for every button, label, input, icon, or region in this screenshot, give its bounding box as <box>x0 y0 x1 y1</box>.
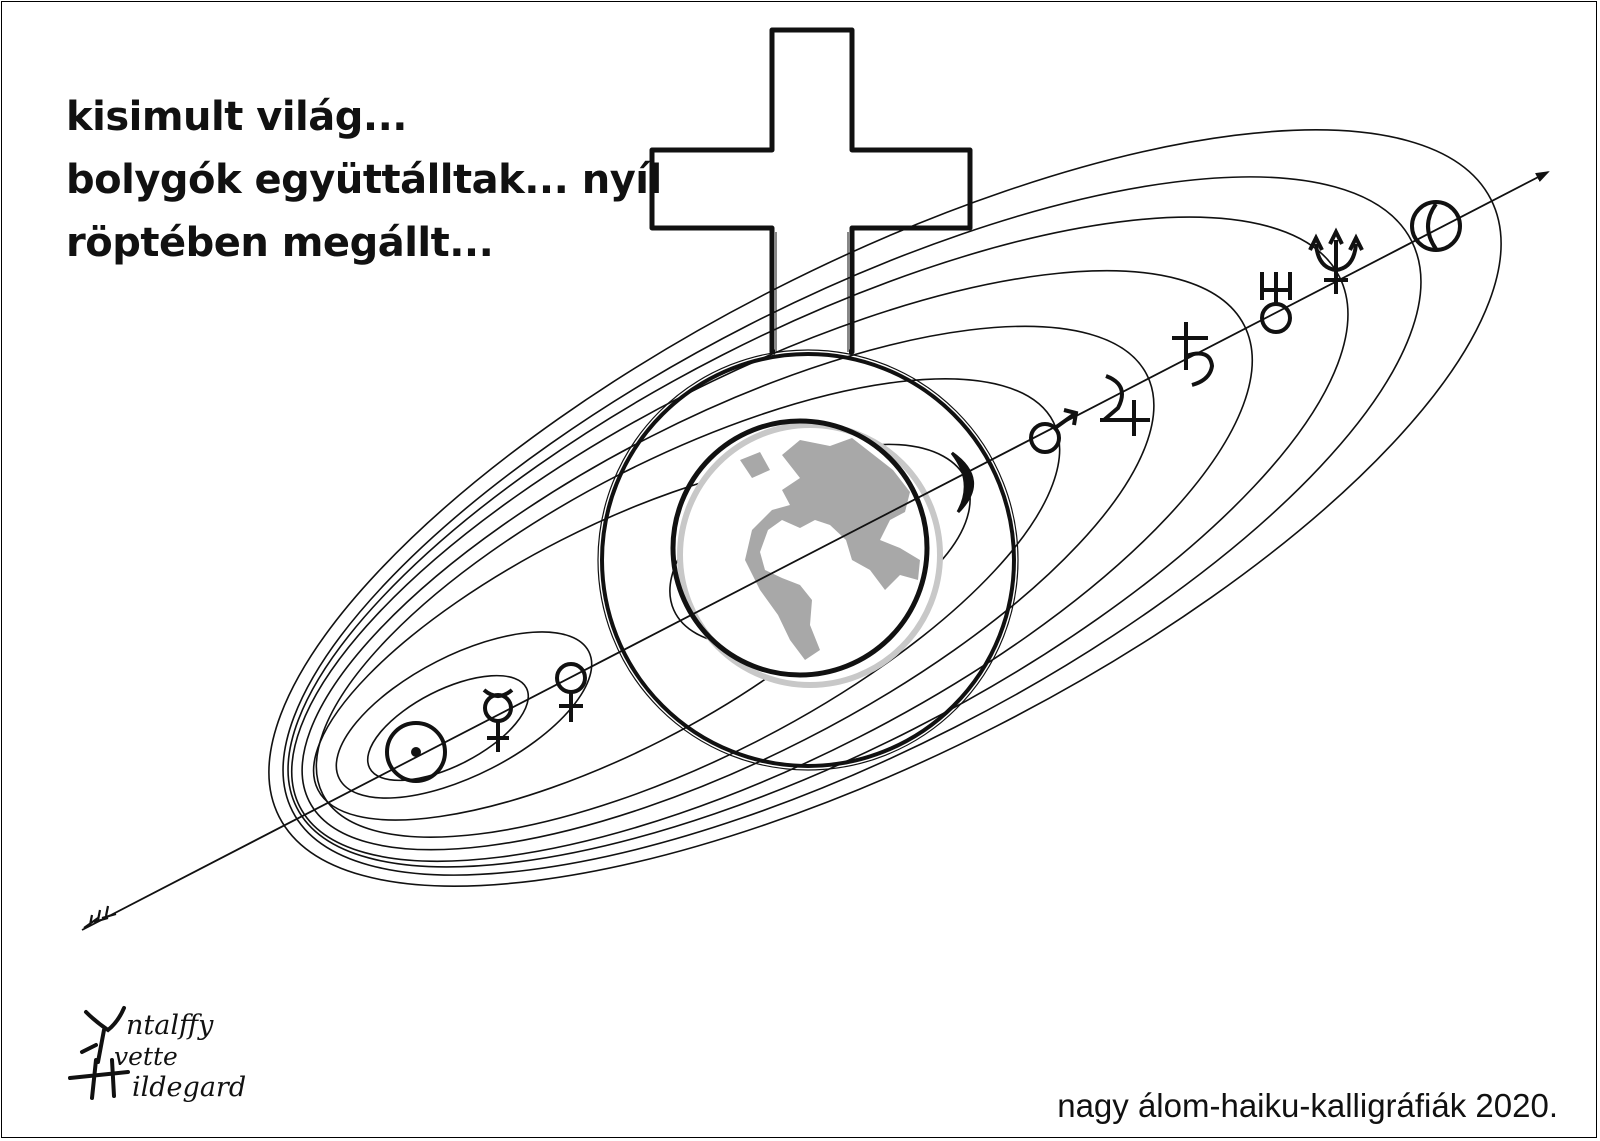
venus-symbol <box>555 662 587 722</box>
neptune-symbol <box>1308 227 1364 294</box>
signature-monogram <box>68 1006 130 1100</box>
signature-line-2: vette <box>114 1042 178 1071</box>
orbit-uranus <box>287 216 1349 868</box>
mars-symbol <box>1029 408 1079 454</box>
haiku-line-2: bolygók együttálltak... nyíl <box>66 157 662 203</box>
arrow-shaft <box>81 171 1550 931</box>
caption: nagy álom-haiku-kalligráfiák 2020. <box>1057 1087 1558 1124</box>
orbit-venus <box>335 631 593 799</box>
signature-line-3: ildegard <box>132 1072 247 1103</box>
saturn-symbol <box>1172 322 1215 387</box>
pluto-symbol <box>1410 200 1462 252</box>
sun-symbol <box>385 721 447 783</box>
arrow-fletching <box>83 905 117 929</box>
orbit-pluto <box>268 129 1502 887</box>
orbit-jupiter <box>301 325 1155 851</box>
orbit-mercury <box>366 674 530 782</box>
earth-outer-ring <box>600 352 1016 768</box>
mercury-symbol <box>482 688 514 752</box>
earth-globe <box>670 418 943 688</box>
haiku-line-3: röptében megállt... <box>66 220 494 266</box>
signature-line-1: ntalffy <box>126 1010 214 1041</box>
haiku-line-1: kisimult világ... <box>66 94 407 140</box>
signature: ntalffy vette ildegard <box>66 1008 286 1108</box>
uranus-symbol <box>1260 272 1292 334</box>
moon-symbol <box>950 451 974 514</box>
haiku-text: kisimult világ... bolygók együttálltak..… <box>66 86 662 275</box>
orbit-neptune <box>282 176 1422 876</box>
jupiter-symbol <box>1100 374 1150 436</box>
cross-symbol <box>649 27 973 355</box>
